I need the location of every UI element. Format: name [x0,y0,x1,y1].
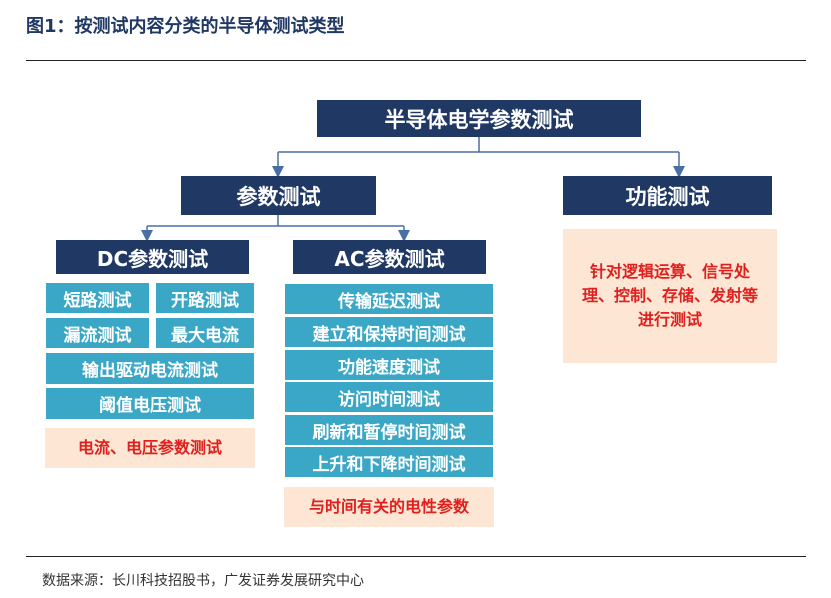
dc-item-threshold: 阈值电压测试 [46,388,254,419]
dc-item-short: 短路测试 [46,283,149,313]
ac-note: 与时间有关的电性参数 [284,487,494,527]
ac-item-access-time: 访问时间测试 [285,382,493,412]
ac-item-func-speed: 功能速度测试 [285,350,493,380]
figure-title: 图1：按测试内容分类的半导体测试类型 [26,16,345,37]
dc-item-max-current: 最大电流 [156,318,254,348]
dc-item-open: 开路测试 [156,283,254,313]
dc-item-leakage: 漏流测试 [46,318,149,348]
dc-item-output-drive: 输出驱动电流测试 [46,353,254,384]
param-test-node: 参数测试 [181,176,376,215]
dc-test-node: DC参数测试 [56,240,249,274]
ac-item-refresh-pause: 刷新和暂停时间测试 [285,415,493,445]
dc-note: 电流、电压参数测试 [45,428,255,468]
func-test-node: 功能测试 [563,176,772,215]
param-connector [147,215,404,227]
ac-test-node: AC参数测试 [293,240,486,274]
bottom-rule [26,556,806,557]
ac-item-rise-fall: 上升和下降时间测试 [285,447,493,477]
source-note: 数据来源：长川科技招股书，广发证券发展研究中心 [42,573,364,589]
root-connector [278,136,679,153]
func-note: 针对逻辑运算、信号处理、控制、存储、发射等进行测试 [563,229,777,363]
ac-item-propagation: 传输延迟测试 [285,284,493,314]
ac-item-setup-hold: 建立和保持时间测试 [285,317,493,347]
root-node: 半导体电学参数测试 [317,100,641,137]
top-rule [26,60,806,61]
